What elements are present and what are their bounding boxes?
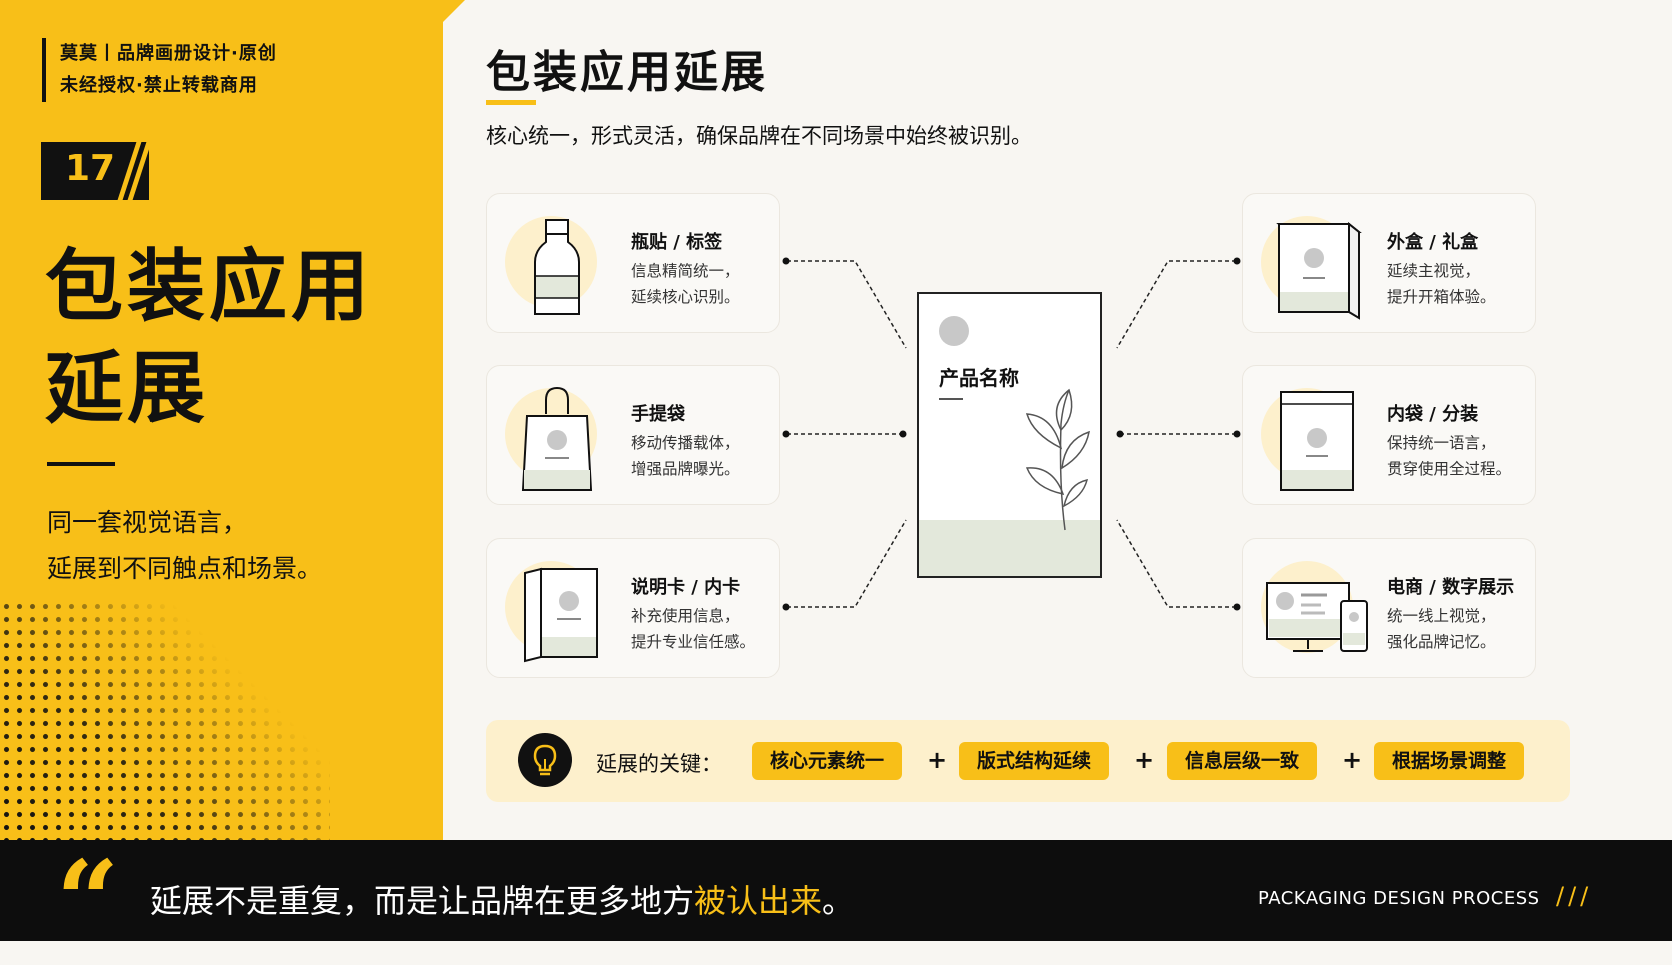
brand-line-2: 未经授权·禁止转载商用 (60, 75, 258, 96)
plant-icon (1025, 388, 1090, 531)
lightbulb-icon (518, 733, 572, 787)
footer-slashes: /// (1556, 882, 1593, 910)
card-desc-line: 移动传播载体， (631, 434, 740, 452)
card-instruction-card: 说明卡 / 内卡 补充使用信息， 提升专业信任感。 (486, 538, 780, 678)
section-title-line-1: 包装应用 (45, 242, 374, 332)
package-base-band (919, 520, 1100, 576)
card-description: 保持统一语言， 贯穿使用全过程。 (1387, 430, 1511, 482)
product-name: 产品名称 (939, 366, 1019, 390)
key-label: 延展的关键： (596, 752, 722, 776)
card-inner-pouch: 内袋 / 分装 保持统一语言， 贯穿使用全过程。 (1242, 365, 1536, 505)
card-title: 手提袋 (631, 404, 685, 425)
shopping-bag-icon (521, 386, 593, 491)
footer-message-highlight: 被认出来 (694, 882, 823, 920)
card-ecommerce-display: 电商 / 数字展示 统一线上视觉， 强化品牌记忆。 (1242, 538, 1536, 678)
card-description: 延续主视觉， 提升开箱体验。 (1387, 258, 1496, 310)
card-desc-line: 提升开箱体验。 (1387, 288, 1496, 306)
card-desc-line: 提升专业信任感。 (631, 633, 756, 651)
card-desc-line: 统一线上视觉， (1387, 607, 1496, 625)
logo-placeholder (939, 316, 969, 346)
section-title-line-2: 延展 (45, 344, 210, 434)
section-subtitle: 同一套视觉语言， 延展到不同触点和场景。 (47, 500, 322, 592)
card-title: 外盒 / 礼盒 (1387, 232, 1479, 253)
footer-message-text: 延展不是重复，而是让品牌在更多地方 (150, 882, 695, 920)
devices-icon (1266, 582, 1368, 652)
card-gift-box: 外盒 / 礼盒 延续主视觉， 提升开箱体验。 (1242, 193, 1536, 333)
key-item: 信息层级一致 (1167, 742, 1318, 780)
quote-mark-icon: “ (56, 836, 120, 965)
left-panel: 莫莫丨品牌画册设计·原创 未经授权·禁止转载商用 17 包装应用 延展 同一套视… (0, 0, 443, 840)
key-points-bar: 延展的关键： 核心元素统一 + 版式结构延续 + 信息层级一致 + 根据场景调整 (486, 720, 1570, 802)
card-description: 信息精简统一， 延续核心识别。 (631, 258, 740, 310)
card-desc-line: 补充使用信息， (631, 607, 740, 625)
plus-sign: + (1342, 746, 1363, 774)
product-package-mockup: 产品名称 (917, 292, 1102, 578)
card-title: 电商 / 数字展示 (1387, 577, 1515, 598)
card-desc-line: 延续核心识别。 (631, 288, 740, 306)
plus-sign: + (927, 746, 948, 774)
page-subtitle: 核心统一，形式灵活，确保品牌在不同场景中始终被识别。 (486, 124, 1032, 148)
key-item: 版式结构延续 (959, 742, 1110, 780)
plus-sign: + (1134, 746, 1155, 774)
card-desc-line: 强化品牌记忆。 (1387, 633, 1496, 651)
pouch-icon (1280, 391, 1354, 491)
card-title: 瓶贴 / 标签 (631, 232, 723, 253)
title-divider (47, 462, 115, 466)
connector-lines (782, 257, 1241, 611)
folded-card-icon (524, 567, 598, 663)
page-title: 包装应用延展 (486, 47, 768, 98)
footer-message-end: 。 (822, 882, 855, 920)
card-bottle-label: 瓶贴 / 标签 信息精简统一， 延续核心识别。 (486, 193, 780, 333)
card-description: 补充使用信息， 提升专业信任感。 (631, 603, 755, 655)
section-number: 17 (65, 148, 116, 189)
card-description: 移动传播载体， 增强品牌曝光。 (631, 430, 740, 482)
section-number-badge: 17 (41, 142, 152, 200)
section-title: 包装应用 延展 (45, 236, 373, 440)
corner-accent (443, 0, 465, 22)
card-title: 内袋 / 分装 (1387, 404, 1479, 425)
footer-english-caption: PACKAGING DESIGN PROCESS (1258, 888, 1540, 909)
gift-box-icon (1276, 221, 1362, 320)
product-name-underline (939, 398, 963, 400)
halftone-pattern (0, 600, 330, 840)
card-title: 说明卡 / 内卡 (631, 577, 741, 598)
card-description: 统一线上视觉， 强化品牌记忆。 (1387, 603, 1496, 655)
section-subtitle-line-2: 延展到不同触点和场景。 (47, 554, 323, 583)
bottle-icon (534, 219, 580, 315)
card-desc-line: 增强品牌曝光。 (631, 460, 740, 478)
brand-line-1: 莫莫丨品牌画册设计·原创 (60, 43, 277, 64)
card-desc-line: 贯穿使用全过程。 (1387, 460, 1512, 478)
key-item: 根据场景调整 (1374, 742, 1525, 780)
section-subtitle-line-1: 同一套视觉语言， (47, 508, 248, 537)
brand-credit: 莫莫丨品牌画册设计·原创 未经授权·禁止转载商用 (42, 38, 277, 102)
key-item: 核心元素统一 (752, 742, 903, 780)
card-shopping-bag: 手提袋 移动传播载体， 增强品牌曝光。 (486, 365, 780, 505)
card-desc-line: 延续主视觉， (1387, 262, 1481, 280)
card-desc-line: 信息精简统一， (631, 262, 740, 280)
card-desc-line: 保持统一语言， (1387, 434, 1496, 452)
footer-bar: “ 延展不是重复，而是让品牌在更多地方被认出来。 PACKAGING DESIG… (0, 840, 1672, 956)
title-underline (486, 100, 536, 105)
footer-message: 延展不是重复，而是让品牌在更多地方被认出来。 (150, 876, 854, 922)
